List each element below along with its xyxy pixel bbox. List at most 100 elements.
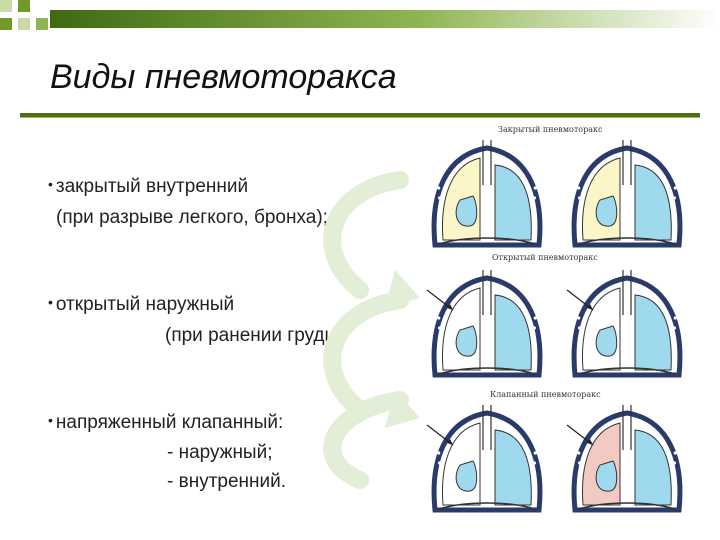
air-arrow-head xyxy=(447,439,453,445)
rib-dot xyxy=(532,196,536,200)
collapsed-lung xyxy=(595,460,618,492)
rib-dot xyxy=(674,441,678,445)
bullet-open: •открытый наружный xyxy=(48,294,234,316)
rib-dot xyxy=(435,166,439,170)
rib-dot xyxy=(533,186,537,190)
curved-arrow-2 xyxy=(323,291,409,419)
diaphragm xyxy=(578,237,676,245)
bullet-dot-icon: • xyxy=(48,176,53,192)
rib-dot xyxy=(576,441,580,445)
rib-dot xyxy=(579,346,583,350)
rib-dot xyxy=(672,336,676,340)
trachea xyxy=(622,270,632,315)
air-arrow-head xyxy=(447,304,453,310)
caption-closed: Закрытый пневмоторакс xyxy=(498,125,603,134)
curved-arrows-decoration xyxy=(323,171,420,489)
rib-dot xyxy=(438,326,442,330)
rib-dot xyxy=(436,306,440,310)
diaphragm xyxy=(578,502,676,510)
rib-dot xyxy=(673,316,677,320)
rib-dot xyxy=(437,316,441,320)
caption-valve: Клапанный пневмоторакс xyxy=(490,390,601,399)
curved-arrow-head-1 xyxy=(385,270,420,308)
rib-dot xyxy=(575,166,579,170)
rib-dot xyxy=(439,481,443,485)
rib-dot xyxy=(674,176,678,180)
rib-dot xyxy=(531,216,535,220)
collapsed-lung xyxy=(455,325,478,357)
title-divider xyxy=(20,113,700,117)
right-lung xyxy=(494,294,532,371)
rib-dot xyxy=(534,441,538,445)
rib-dot xyxy=(578,196,582,200)
rib-dot xyxy=(532,206,536,210)
rib-dot xyxy=(672,196,676,200)
bullet-tension-label: напряженный клапанный: xyxy=(55,412,284,433)
trachea xyxy=(482,140,492,185)
corner-square-4 xyxy=(18,18,30,30)
curved-arrow-head-2 xyxy=(385,390,420,428)
right-lung xyxy=(494,429,532,506)
bullet-tension-external: - наружный; xyxy=(167,442,273,463)
rib-dot xyxy=(535,431,539,435)
bullet-dot-icon: • xyxy=(48,412,53,428)
rib-dot xyxy=(534,176,538,180)
bullet-dot-icon: • xyxy=(48,294,53,310)
rib-dot xyxy=(531,346,535,350)
collapsed-lung xyxy=(595,195,618,227)
rib-dot xyxy=(673,186,677,190)
chest-diagram xyxy=(566,405,683,513)
corner-square-5 xyxy=(36,18,48,30)
slide-title: Виды пневмоторакса xyxy=(50,58,397,96)
rib-dot xyxy=(579,216,583,220)
rib-dot xyxy=(578,461,582,465)
rib-dot xyxy=(674,306,678,310)
curved-arrow-1 xyxy=(323,171,409,299)
trachea xyxy=(482,405,492,450)
rib-dot xyxy=(535,296,539,300)
bullet-closed-detail: (при разрыве легкого, бронха); xyxy=(56,207,328,228)
bullet-closed-label: закрытый внутренний xyxy=(55,176,249,197)
rib-dot xyxy=(438,196,442,200)
rib-dot xyxy=(672,461,676,465)
rib-dot xyxy=(671,481,675,485)
rib-dot xyxy=(437,451,441,455)
rib-dot xyxy=(577,316,581,320)
chest-diagram xyxy=(431,140,543,248)
rib-dot xyxy=(675,296,679,300)
rib-dot xyxy=(675,166,679,170)
rib-dot xyxy=(533,451,537,455)
diaphragm xyxy=(438,367,536,375)
corner-square-1 xyxy=(0,0,12,12)
chest-diagram xyxy=(426,405,543,513)
rib-dot xyxy=(535,166,539,170)
rib-dot xyxy=(532,461,536,465)
rib-dot xyxy=(533,316,537,320)
rib-dot xyxy=(576,306,580,310)
chest-diagram xyxy=(571,140,683,248)
air-arrow-head xyxy=(587,304,593,310)
rib-dot xyxy=(437,186,441,190)
rib-dot xyxy=(671,346,675,350)
rib-dot xyxy=(438,336,442,340)
rib-dot xyxy=(672,471,676,475)
collapsed-lung xyxy=(455,195,478,227)
rib-dot xyxy=(577,451,581,455)
caption-open: Открытый пневмоторакс xyxy=(492,253,598,262)
rib-dot xyxy=(532,471,536,475)
air-arrow-head xyxy=(587,439,593,445)
rib-dot xyxy=(576,176,580,180)
bullet-open-detail: (при ранении груди); xyxy=(165,325,347,346)
trachea xyxy=(622,140,632,185)
bullet-tension-internal: - внутренний. xyxy=(167,471,287,492)
rib-dot xyxy=(531,481,535,485)
bullet-tension: •напряженный клапанный: xyxy=(48,412,283,434)
right-lung xyxy=(494,164,532,241)
rib-dot xyxy=(438,461,442,465)
collapsed-lung xyxy=(455,460,478,492)
rib-dot xyxy=(577,186,581,190)
rib-dot xyxy=(671,216,675,220)
top-decorative-bar xyxy=(0,0,720,30)
curved-arrow-3 xyxy=(323,391,409,489)
rib-dot xyxy=(438,206,442,210)
